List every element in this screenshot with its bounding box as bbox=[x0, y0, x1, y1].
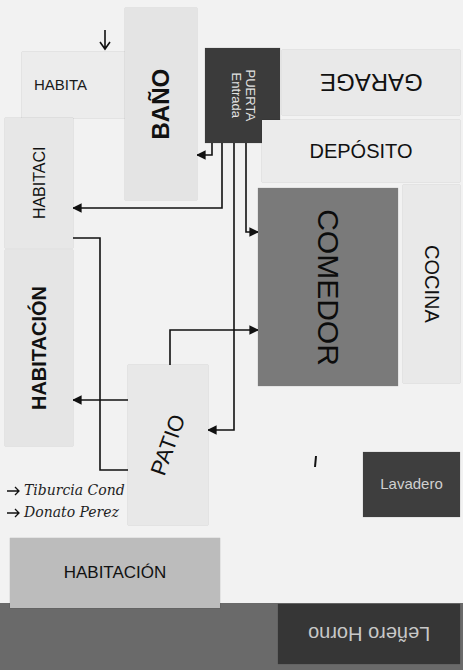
room-name: COMEDOR bbox=[312, 209, 345, 366]
room-name: DEPÓSITO bbox=[310, 140, 413, 162]
room-name: HABITACI bbox=[30, 147, 48, 220]
handwritten-name: Donato Perez bbox=[24, 504, 119, 520]
room-card: COCINA bbox=[403, 185, 460, 383]
hand-drawn-connector bbox=[208, 143, 234, 430]
room-name: BAÑO bbox=[148, 69, 174, 140]
room-name: Leñero Horno bbox=[308, 623, 430, 645]
hand-arrow bbox=[7, 509, 19, 517]
pen-mark bbox=[315, 456, 316, 467]
room-card: Leñero Horno bbox=[278, 604, 460, 664]
room-card: DEPÓSITO bbox=[262, 120, 460, 182]
room-card: COMEDOR bbox=[258, 188, 398, 386]
room-card: HABITACIÓN bbox=[10, 538, 220, 608]
room-name: Lavadero bbox=[380, 476, 443, 493]
hand-drawn-connector bbox=[197, 143, 212, 155]
handwritten-name: Tiburcia Cond bbox=[24, 482, 125, 498]
room-card: Lavadero bbox=[363, 452, 460, 517]
hand-drawn-connector bbox=[73, 238, 128, 470]
room-name: PUERTA Entrada bbox=[228, 65, 257, 127]
room-name: COCINA bbox=[421, 245, 443, 323]
room-card: GARAGE bbox=[282, 50, 460, 115]
hand-drawn-connector bbox=[170, 330, 258, 365]
room-card: BAÑO bbox=[125, 8, 197, 200]
hand-arrow bbox=[7, 487, 19, 495]
room-name: HABITACIÓN bbox=[64, 564, 167, 583]
room-card: HABITACIÓN bbox=[5, 250, 73, 446]
room-name: HABITACIÓN bbox=[28, 286, 50, 410]
hand-drawn-connector bbox=[246, 143, 258, 232]
room-card: PATIO bbox=[128, 365, 208, 525]
room-name: HABITA bbox=[34, 77, 87, 94]
bottom-band bbox=[0, 603, 463, 670]
room-name: GARAGE bbox=[320, 69, 423, 95]
room-name: PATIO bbox=[146, 411, 190, 478]
room-card: HABITACI bbox=[5, 118, 73, 248]
hand-arrow bbox=[100, 30, 110, 49]
room-card: HABITA bbox=[22, 52, 132, 118]
